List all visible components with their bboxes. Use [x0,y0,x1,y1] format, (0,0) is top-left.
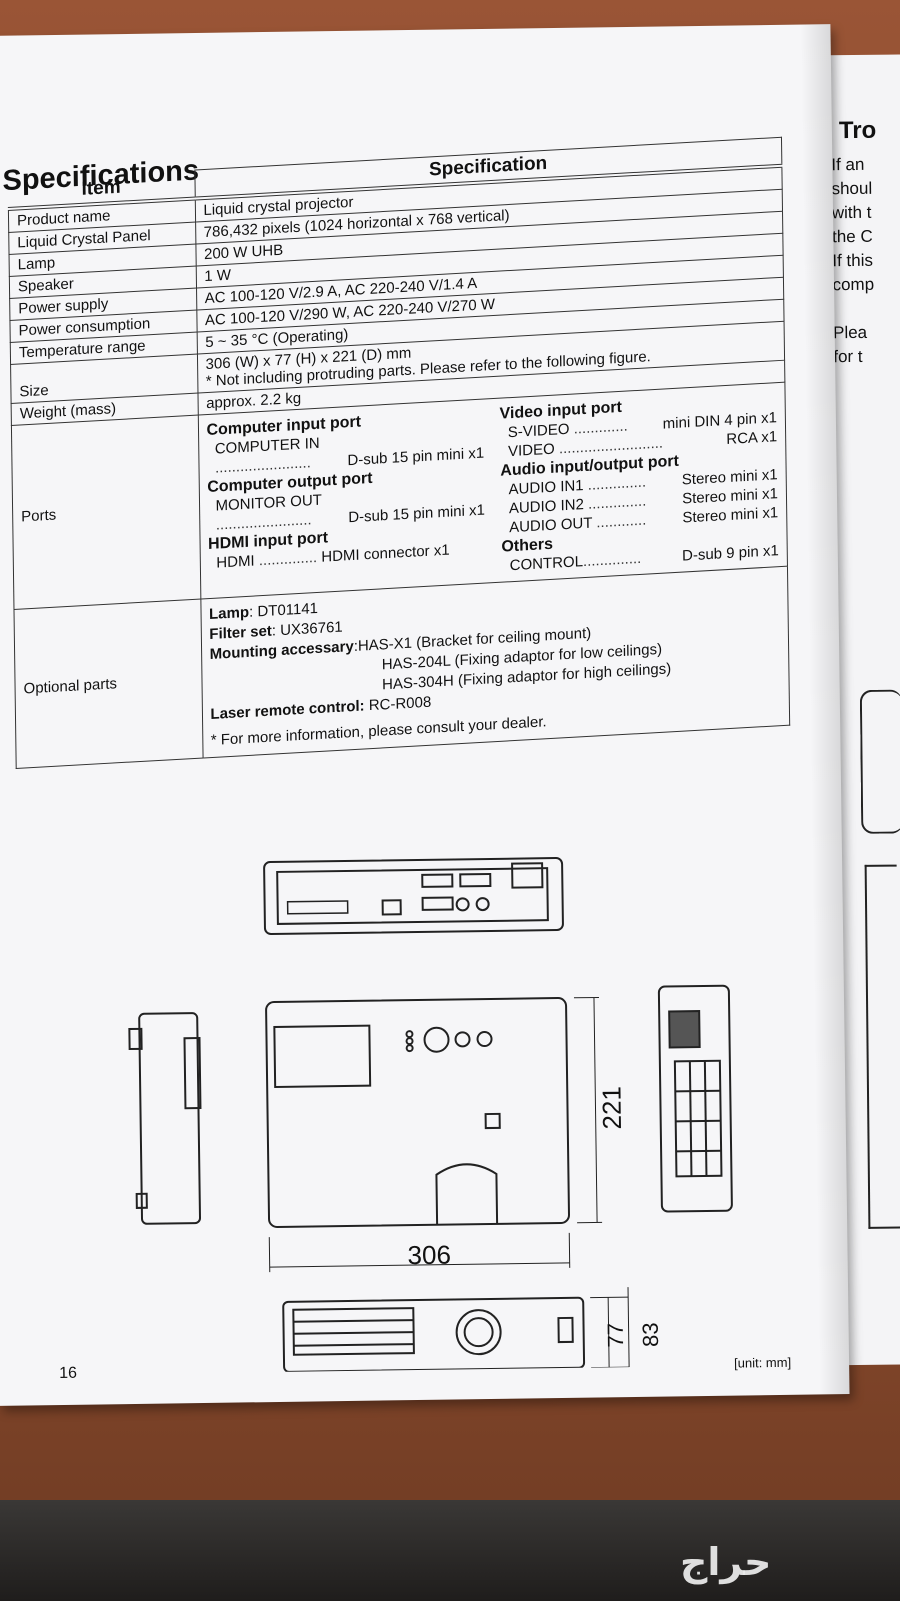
control-label: CONTROL [509,553,584,575]
svideo-label: S-VIDEO [507,420,570,442]
right-page-note-box [864,864,900,1229]
video-label: VIDEO [507,440,555,461]
filter-value: : UX36761 [271,618,343,640]
ports-right-column: Video input port S-VIDEO .............mi… [499,389,778,575]
dimension-height-total: 83 [637,1322,664,1348]
control-value: D-sub 9 pin x1 [681,542,779,565]
ports-grid: Computer input port COMPUTER IN ........… [206,385,779,596]
page-number: 16 [59,1364,78,1383]
optional-cell: Lamp: DT01141 Filter set: UX36761 Mounti… [200,566,790,759]
right-page-line: If this [832,250,874,271]
right-page-title: Tro [838,116,877,145]
specifications-table: Item Specification Product name Liquid c… [7,137,790,769]
row-item: Ports [11,415,201,610]
lamp-label: Lamp [208,603,250,624]
right-page-line: for t [833,346,863,367]
right-page-line: comp [832,274,875,295]
ports-left-column: Computer input port COMPUTER IN ........… [206,406,485,592]
right-page-line: Plea [832,322,868,343]
projector-side-view-left [128,1012,202,1225]
projector-rear-view [263,857,564,936]
filter-label: Filter set [209,622,272,644]
dimension-width: 306 [407,1239,452,1271]
remote-value: RC-R008 [364,693,432,715]
audio-out-label: AUDIO OUT [509,514,593,537]
right-page-note-box [859,689,900,834]
dimension-height: 77 [602,1322,629,1348]
projector-side-view-right [657,984,733,1213]
lamp-value: : DT01141 [248,599,319,621]
right-page-line: the C [831,226,873,247]
dimension-drawings [128,857,733,1373]
watermark-logo: حراج [680,1540,772,1584]
left-page: Specifications Item Specification Produc… [0,24,850,1406]
ports-cell: Computer input port COMPUTER IN ........… [197,382,788,600]
unit-label: [unit: mm] [733,1354,792,1371]
right-page-line: shoul [831,178,873,199]
optional-parts-list: Lamp: DT01141 Filter set: UX36761 Mounti… [209,569,781,755]
right-page-line: with t [831,202,872,223]
dimension-depth: 221 [596,1085,628,1130]
projector-top-view [265,996,603,1273]
right-page-line: If an [831,154,865,175]
projector-front-view [282,1287,630,1373]
row-item: Optional parts [13,599,203,769]
hdmi-label: HDMI [216,552,255,572]
video-value: RCA x1 [726,428,778,449]
bottom-strip [0,1500,900,1601]
